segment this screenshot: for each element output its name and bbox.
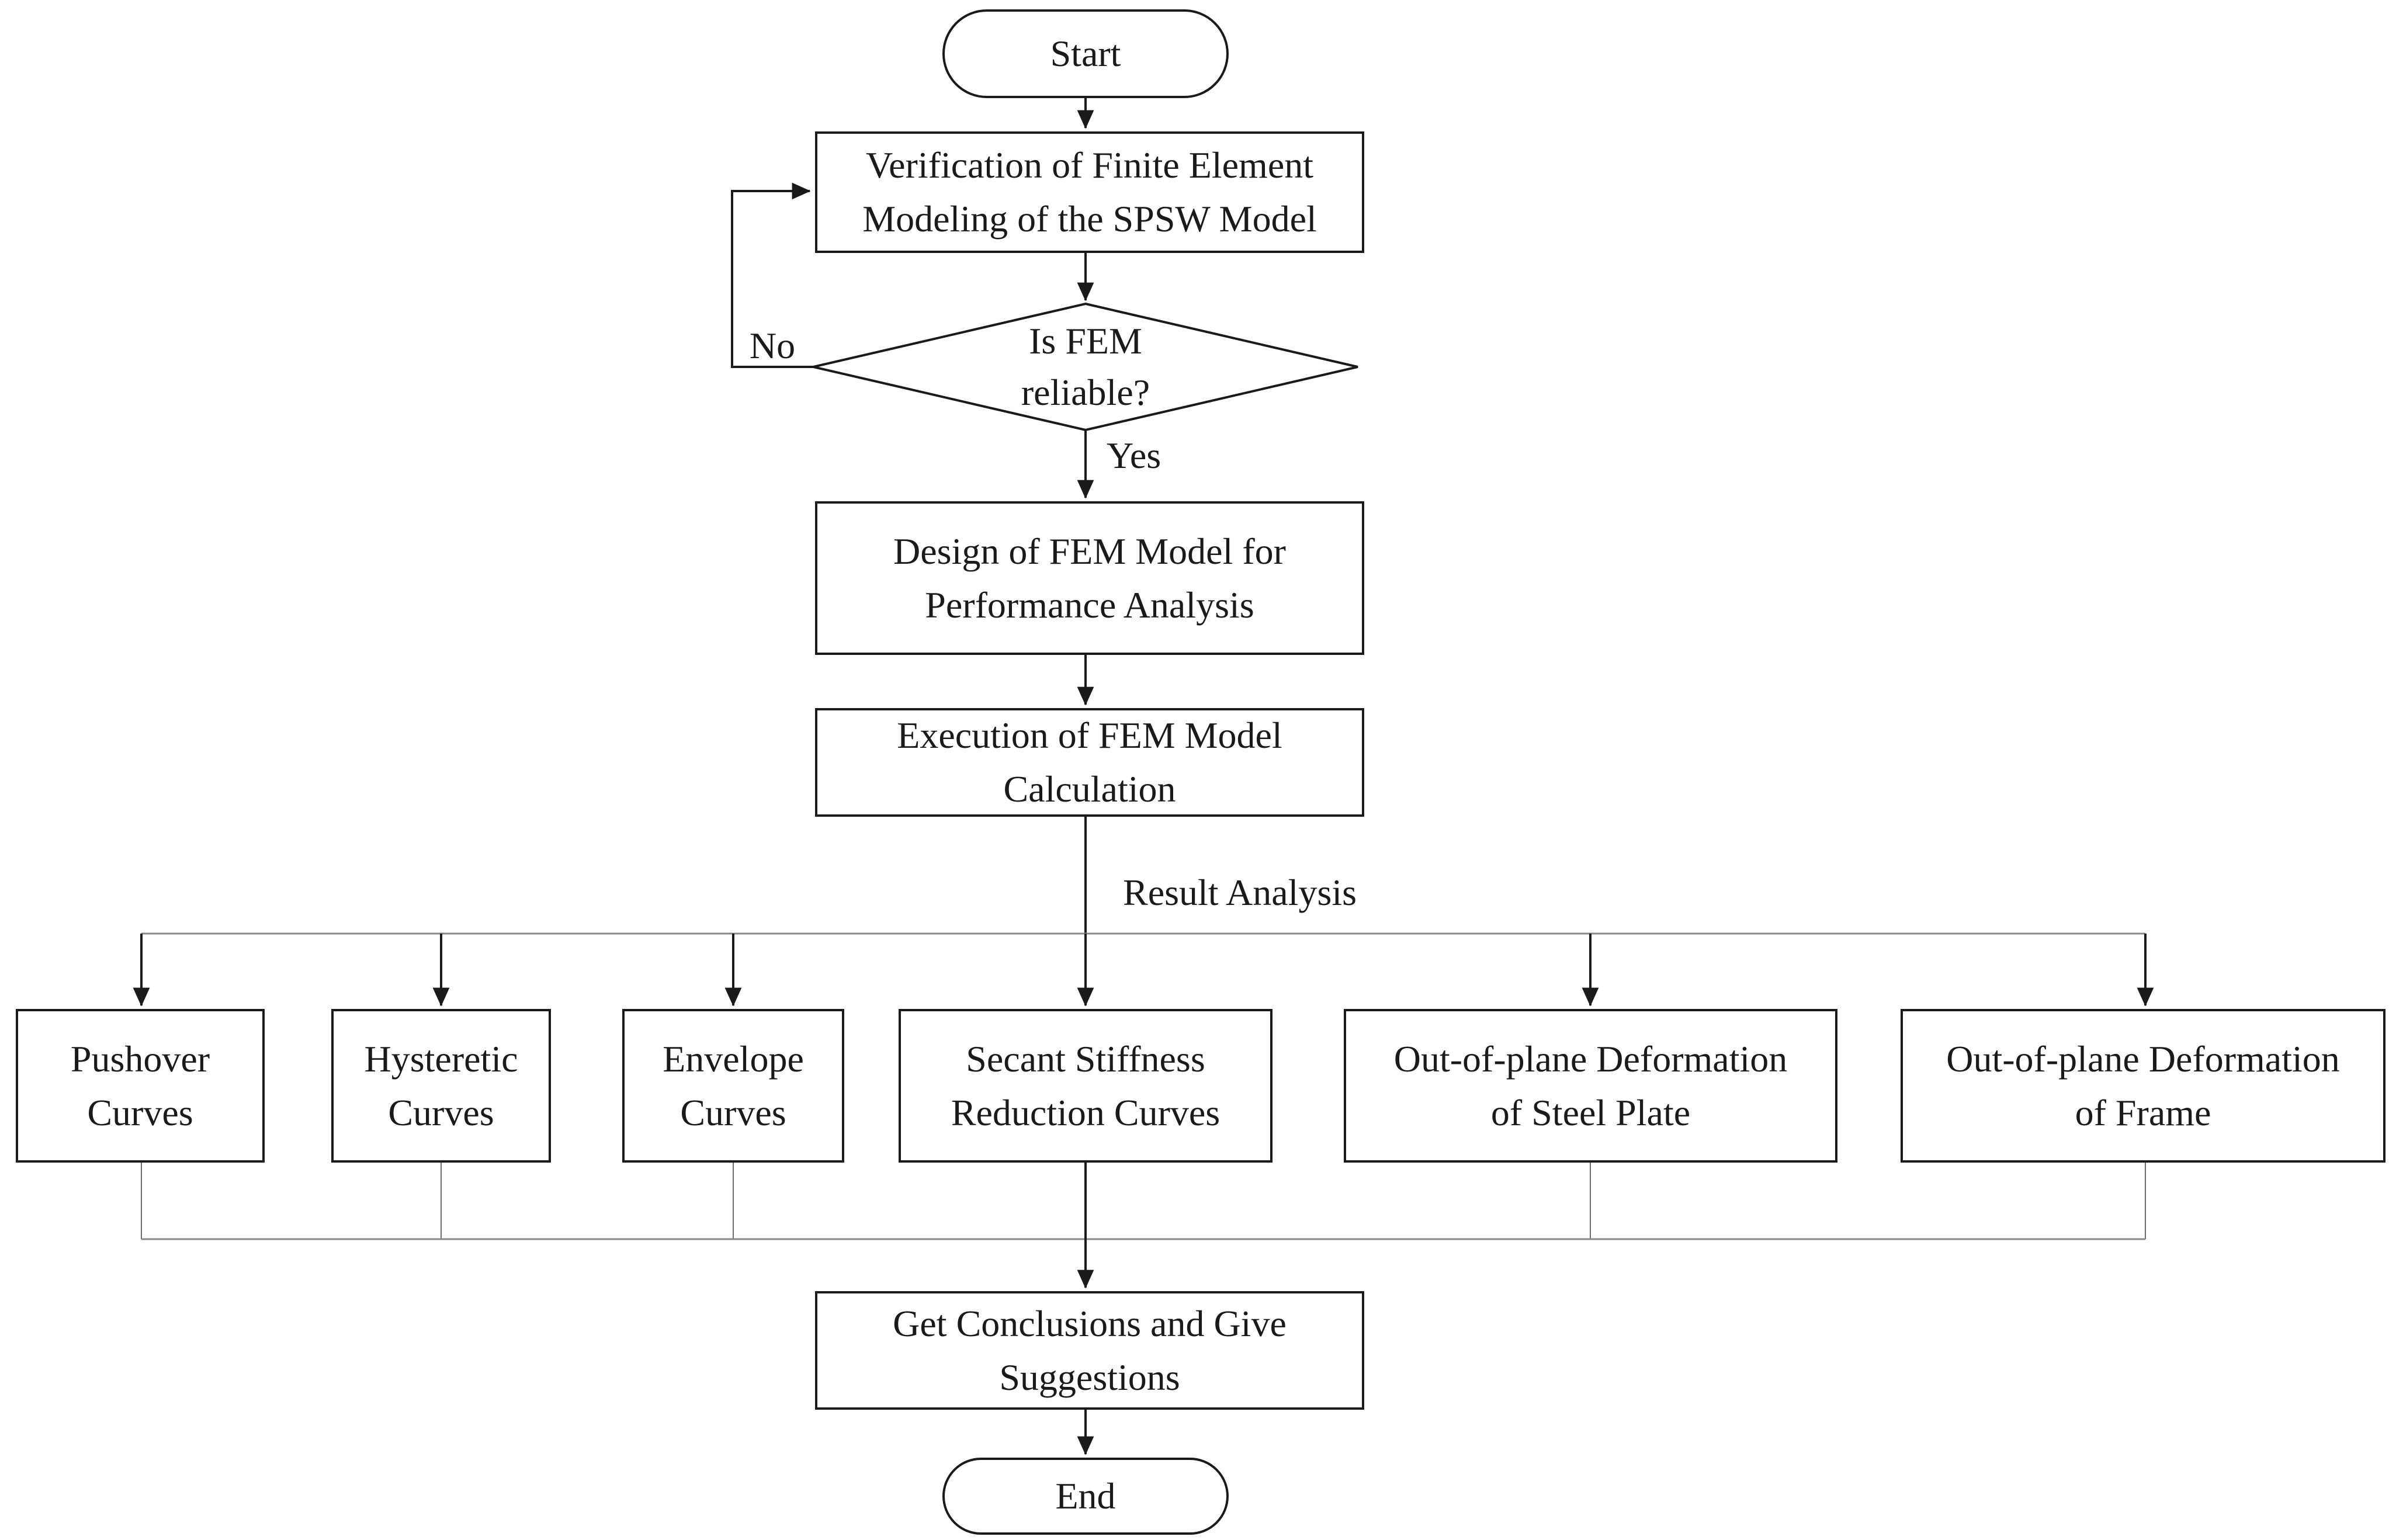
node-hysteretic-line2: Curves (388, 1091, 494, 1133)
node-steel-plate-deformation: Out-of-plane Deformation of Steel Plate (1344, 1009, 1837, 1163)
node-verification-line2: Modeling of the SPSW Model (862, 198, 1317, 240)
edge-label-yes: Yes (1107, 435, 1161, 476)
node-decision-line2: reliable? (1021, 372, 1150, 413)
edge-label-result-analysis: Result Analysis (1123, 872, 1357, 913)
node-steel-plate-line2: of Steel Plate (1490, 1091, 1691, 1133)
node-decision-line1: Is FEM (1029, 320, 1142, 362)
edge-label-no: No (749, 325, 796, 366)
node-envelope-line2: Curves (680, 1091, 786, 1133)
node-conclusions-line1: Get Conclusions and Give (893, 1302, 1287, 1344)
node-end-label: End (1055, 1475, 1116, 1517)
decision-diamond-shape (813, 302, 1358, 432)
edge-no-loop (731, 182, 813, 368)
node-design-line2: Performance Analysis (925, 584, 1254, 626)
node-envelope-line1: Envelope (663, 1038, 804, 1080)
node-verification-line1: Verification of Finite Element (866, 144, 1313, 186)
node-envelope-curves: Envelope Curves (622, 1009, 844, 1163)
node-hysteretic-curves: Hysteretic Curves (331, 1009, 551, 1163)
node-secant-line1: Secant Stiffness (966, 1038, 1205, 1080)
node-execution-line1: Execution of FEM Model (897, 714, 1282, 756)
node-verification: Verification of Finite Element Modeling … (815, 131, 1364, 253)
node-frame-line1: Out-of-plane Deformation (1946, 1038, 2340, 1080)
node-steel-plate-line1: Out-of-plane Deformation (1393, 1038, 1788, 1080)
node-start: Start (942, 9, 1229, 98)
node-secant-stiffness: Secant Stiffness Reduction Curves (899, 1009, 1272, 1163)
node-frame-line2: of Frame (2075, 1091, 2211, 1133)
node-design-line1: Design of FEM Model for (893, 530, 1286, 572)
node-pushover-curves: Pushover Curves (16, 1009, 265, 1163)
node-conclusions-line2: Suggestions (999, 1356, 1180, 1398)
node-pushover-line1: Pushover (70, 1038, 210, 1080)
node-secant-line2: Reduction Curves (951, 1091, 1220, 1133)
node-pushover-line2: Curves (87, 1091, 193, 1133)
node-design: Design of FEM Model for Performance Anal… (815, 501, 1364, 655)
node-execution: Execution of FEM Model Calculation (815, 708, 1364, 817)
node-start-label: Start (1050, 33, 1121, 74)
node-decision: Is FEM reliable? (881, 311, 1290, 423)
node-frame-deformation: Out-of-plane Deformation of Frame (1901, 1009, 2385, 1163)
node-conclusions: Get Conclusions and Give Suggestions (815, 1291, 1364, 1410)
node-hysteretic-line1: Hysteretic (364, 1038, 518, 1080)
node-end: End (942, 1458, 1229, 1535)
node-execution-line2: Calculation (1003, 768, 1176, 810)
